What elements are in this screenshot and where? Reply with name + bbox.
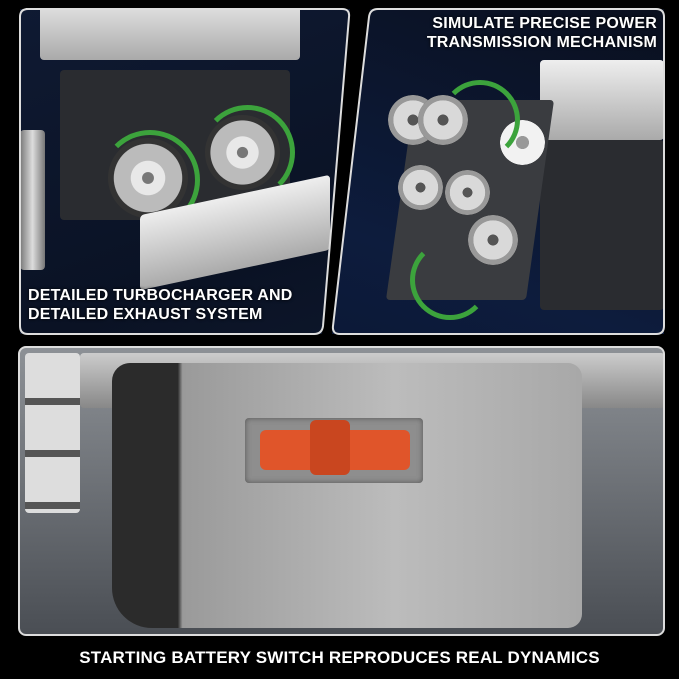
pipe bbox=[20, 130, 45, 270]
transmission-caption: SIMULATE PRECISE POWER TRANSMISSION MECH… bbox=[427, 14, 657, 52]
caption-line: SIMULATE PRECISE POWER bbox=[432, 15, 657, 32]
gear bbox=[468, 215, 518, 265]
engine-block bbox=[540, 140, 664, 310]
turbo-caption: DETAILED TURBOCHARGER AND DETAILED EXHAU… bbox=[28, 286, 293, 324]
transmission-panel bbox=[332, 9, 664, 334]
caption-line: TRANSMISSION MECHANISM bbox=[426, 34, 657, 51]
battery-box bbox=[112, 363, 582, 628]
switch-knob[interactable] bbox=[310, 420, 350, 475]
pin-connectors bbox=[25, 353, 80, 513]
battery-panel bbox=[18, 346, 665, 636]
engine-cover bbox=[40, 9, 300, 60]
rotation-arrow-icon bbox=[200, 105, 295, 200]
rotation-arrow-icon bbox=[440, 80, 520, 160]
gear bbox=[398, 165, 443, 210]
caption-line: DETAILED TURBOCHARGER AND bbox=[28, 287, 293, 304]
turbocharger-panel bbox=[20, 9, 350, 334]
engine-cover bbox=[540, 60, 664, 140]
rotation-arrow-icon bbox=[100, 130, 200, 230]
battery-caption: STARTING BATTERY SWITCH REPRODUCES REAL … bbox=[79, 648, 600, 667]
panel-borders bbox=[19, 8, 665, 335]
gear bbox=[445, 170, 490, 215]
caption-line: DETAILED EXHAUST SYSTEM bbox=[28, 306, 263, 323]
